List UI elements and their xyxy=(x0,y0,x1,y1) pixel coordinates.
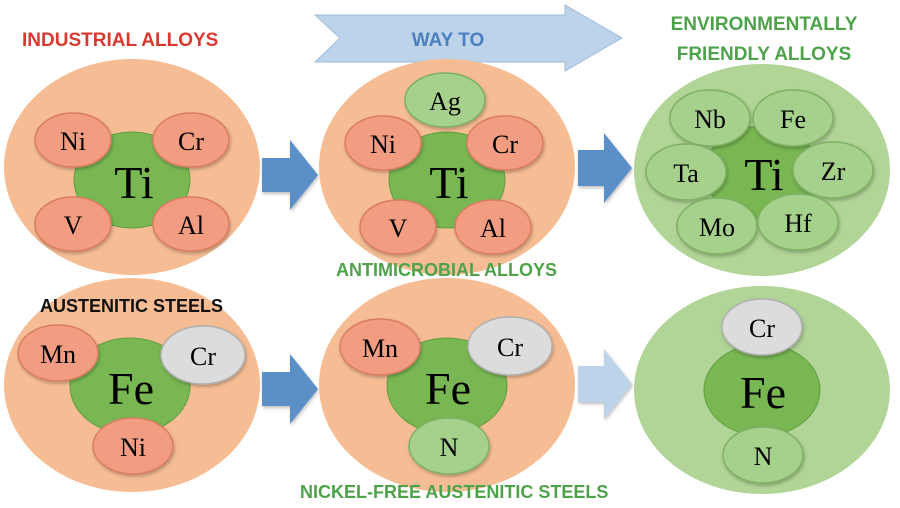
element-symbol: Mo xyxy=(699,213,735,242)
element-symbol: Al xyxy=(480,214,506,243)
way-to-arrow xyxy=(313,4,623,72)
core-element-symbol: Ti xyxy=(114,157,153,208)
element-symbol: Ni xyxy=(370,130,396,159)
element-symbol: N xyxy=(440,433,459,462)
element-symbol: Cr xyxy=(178,127,204,156)
element-symbol: N xyxy=(754,442,773,471)
element-symbol: Nb xyxy=(694,105,726,134)
element-symbol: Ni xyxy=(120,433,146,462)
core-element-symbol: Ti xyxy=(429,157,468,208)
element-symbol: V xyxy=(64,211,83,240)
ti-environmental-alloy-group: Ti Nb Fe Ta Zr Mo Hf xyxy=(634,64,890,276)
core-element-symbol: Ti xyxy=(744,149,783,200)
element-symbol: V xyxy=(389,214,408,243)
element-symbol: Ag xyxy=(429,87,461,116)
element-symbol: Ta xyxy=(673,159,699,188)
arrow-right-icon xyxy=(578,349,632,419)
element-symbol: Al xyxy=(178,211,204,240)
element-symbol: Cr xyxy=(497,333,523,362)
fe-environmental-steel-group: Fe Cr N xyxy=(634,286,890,494)
element-symbol: Mn xyxy=(40,340,76,369)
element-symbol: Zr xyxy=(821,157,846,186)
fe-austenitic-steel-group: Fe Mn Cr Ni xyxy=(4,278,260,492)
arrow-right-icon xyxy=(262,354,318,424)
core-element-symbol: Fe xyxy=(108,363,154,414)
element-symbol: Cr xyxy=(190,342,216,371)
element-symbol: Fe xyxy=(780,105,806,134)
austenitic-steels-label: AUSTENITIC STEELS xyxy=(40,296,224,316)
industrial-alloys-label: INDUSTRIAL ALLOYS xyxy=(22,30,219,51)
core-element-symbol: Fe xyxy=(425,363,471,414)
environmentally-friendly-label: ENVIRONMENTALLY FRIENDLY ALLOYS xyxy=(630,10,898,70)
arrow-right-icon xyxy=(578,133,632,203)
arrow-right-icon xyxy=(262,140,318,210)
core-element-symbol: Fe xyxy=(740,367,786,418)
antimicrobial-alloys-label: ANTIMICROBIAL ALLOYS xyxy=(336,260,557,280)
environmentally-friendly-line2: FRIENDLY ALLOYS xyxy=(676,44,852,65)
nickel-free-austenitic-steels-label: NICKEL-FREE AUSTENITIC STEELS xyxy=(300,482,609,502)
fe-nickel-free-steel-group: Fe Mn Cr N xyxy=(319,278,575,492)
element-symbol: Cr xyxy=(749,314,775,343)
element-symbol: Hf xyxy=(784,209,812,238)
element-symbol: Ni xyxy=(60,127,86,156)
environmentally-friendly-line1: ENVIRONMENTALLY xyxy=(670,14,858,35)
element-symbol: Cr xyxy=(492,130,518,159)
element-symbol: Mn xyxy=(362,334,398,363)
ti-antimicrobial-alloy-group: Ti Ag Ni Cr V Al xyxy=(319,59,575,275)
ti-industrial-alloy-group: Ti Ni Cr V Al xyxy=(4,59,260,275)
way-to-label: WAY TO xyxy=(412,30,485,51)
